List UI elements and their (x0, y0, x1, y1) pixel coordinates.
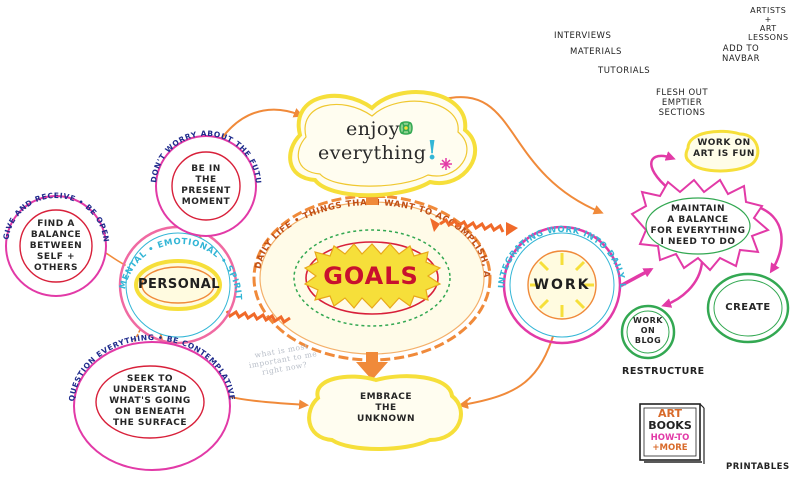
balance-line3: BETWEEN (29, 241, 83, 251)
maintain-line1: MAINTAIN (670, 204, 726, 214)
note-artists-line2: + (764, 15, 772, 24)
book-line1: ART (658, 407, 682, 420)
seek-label: SEEK TO UNDERSTAND WHAT'S GOING ON BENEA… (104, 374, 196, 429)
work-fun-line2: ART IS FUN (693, 149, 755, 159)
connector-maintain-blog (661, 260, 704, 308)
note-artists-line4: LESSONS (748, 33, 789, 42)
note-materials: MATERIALS (570, 47, 622, 57)
seek-line2: UNDERSTAND (112, 385, 188, 395)
art-books-icon (639, 403, 705, 464)
arrow-goals-work-zigzag (439, 217, 505, 233)
note-artists-line1: ARTISTS (750, 6, 787, 15)
present-line2: THE (195, 175, 217, 185)
create-label: CREATE (725, 302, 771, 313)
connector-maintain-workfun (650, 151, 676, 192)
seek-line3: WHAT'S GOING (109, 396, 191, 406)
book-line4: +MORE (652, 443, 688, 453)
create-node (706, 272, 790, 344)
embrace-node (307, 374, 463, 451)
sunburst-icon (530, 253, 594, 317)
enjoy-label: enjoy everything! (318, 118, 439, 166)
goals-label: GOALS (323, 262, 419, 290)
personal-label: PERSONAL (138, 277, 221, 292)
connector-maintain-create (750, 203, 783, 274)
present-node (155, 135, 257, 237)
blog-line2: ON (640, 326, 656, 335)
note-restructure: RESTRUCTURE (622, 366, 705, 377)
seek-line5: THE SURFACE (112, 418, 187, 428)
sparkle-icon (440, 158, 452, 170)
work-node (502, 225, 622, 345)
enjoy-line2: everything! (318, 136, 439, 166)
balance-line5: OTHERS (34, 263, 78, 273)
work-fun-label: WORK ON ART IS FUN (690, 138, 758, 160)
maintain-line3: FOR EVERYTHING (650, 226, 746, 236)
embrace-line1: EMBRACE (359, 392, 413, 402)
seek-line1: SEEK TO (126, 374, 174, 384)
note-flesh-line2: EMPTIER (661, 98, 703, 108)
balance-line1: FIND A (37, 219, 75, 229)
balance-node (5, 195, 107, 297)
embrace-line3: UNKNOWN (357, 414, 415, 424)
present-line4: MOMENT (181, 197, 231, 207)
blog-label: WORK ON BLOG (624, 316, 672, 346)
blog-line1: WORK (633, 316, 663, 325)
book-line3: HOW-TO (650, 433, 690, 443)
present-line3: PRESENT (181, 186, 231, 196)
note-add-navbar: ADD TO NAVBAR (722, 44, 760, 64)
balance-label: FIND A BALANCE BETWEEN SELF + OTHERS (26, 219, 86, 274)
personal-node (118, 225, 238, 345)
embrace-line2: THE (375, 403, 397, 413)
maintain-line2: A BALANCE (667, 215, 729, 225)
arrow-goals-personal-zigzag (225, 309, 291, 325)
seek-line4: ON BENEATH (115, 407, 185, 417)
work-fun-line1: WORK ON (697, 138, 751, 148)
book-line2: BOOKS (648, 419, 692, 432)
note-navbar-line1: ADD TO (722, 44, 760, 54)
note-tutorials: TUTORIALS (598, 66, 651, 76)
maintain-node (630, 178, 770, 272)
enjoy-node (288, 90, 478, 198)
note-flesh-line1: FLESH OUT (656, 88, 709, 98)
note-navbar-line2: NAVBAR (722, 54, 760, 64)
connector-work-maintain (620, 268, 654, 287)
note-artists-line3: ART (759, 24, 777, 33)
present-label: BE IN THE PRESENT MOMENT (176, 164, 236, 208)
enjoy-mark: ! (426, 136, 439, 166)
note-interviews: INTERVIEWS (554, 31, 612, 41)
work-fun-node (684, 129, 760, 173)
connector-work-embrace (458, 329, 556, 409)
arrow-goals-embrace (356, 352, 388, 380)
blog-node (620, 304, 676, 360)
work-label: WORK (533, 277, 591, 293)
note-flesh-out: FLESH OUT EMPTIER SECTIONS (656, 88, 708, 118)
enjoy-line1: enjoy (345, 118, 401, 140)
maintain-label: MAINTAIN A BALANCE FOR EVERYTHING I NEED… (650, 204, 746, 248)
goals-starburst (303, 243, 442, 309)
seek-node (73, 341, 231, 471)
connector-enjoy-work (439, 96, 604, 215)
maintain-line4: I NEED TO DO (660, 237, 736, 247)
embrace-label: EMBRACE THE UNKNOWN (336, 392, 436, 425)
note-printables: PRINTABLES (726, 462, 790, 472)
note-artists: ARTISTS + ART LESSONS (748, 6, 789, 42)
balance-line2: BALANCE (30, 230, 82, 240)
blog-line3: BLOG (634, 336, 662, 345)
note-flesh-line3: SECTIONS (658, 108, 706, 118)
flower-icon (399, 121, 413, 135)
present-line1: BE IN (191, 164, 221, 174)
balance-line4: SELF + (36, 252, 76, 262)
